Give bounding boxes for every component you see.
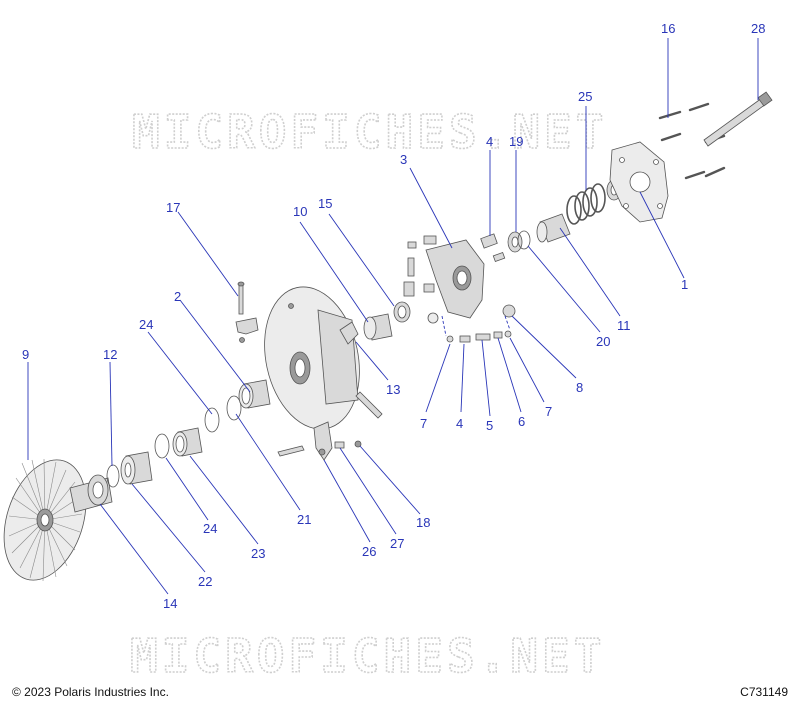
callout-7-left: 7 [420, 416, 427, 431]
callout-3: 3 [400, 152, 407, 167]
callout-15: 15 [318, 196, 332, 211]
watermark-bottom: MICROFICHES.NET [130, 629, 605, 683]
part-ring-24b [204, 407, 220, 433]
callout-16: 16 [661, 21, 675, 36]
part-bracket [235, 317, 259, 335]
part-roller-8 [502, 304, 516, 318]
callout-18: 18 [416, 515, 430, 530]
callout-9: 9 [22, 347, 29, 362]
callout-4-bottom: 4 [456, 416, 463, 431]
callout-21: 21 [297, 512, 311, 527]
callout-numbers: 16 28 25 4 19 3 1 11 20 15 10 17 13 8 2 … [22, 21, 765, 611]
callout-24-top: 24 [139, 317, 153, 332]
callout-11: 11 [617, 318, 631, 333]
callout-26: 26 [362, 544, 376, 559]
callout-25: 25 [578, 89, 592, 104]
part-snap-ring [106, 464, 120, 488]
part-moveable-sheave [264, 286, 360, 430]
leader-lines [27, 38, 759, 595]
callout-7-right: 7 [545, 404, 552, 419]
watermark-top: MICROFICHES.NET [132, 105, 607, 159]
callout-6: 6 [518, 414, 525, 429]
callout-17: 17 [166, 200, 180, 215]
copyright-notice: © 2023 Polaris Industries Inc. [12, 685, 169, 699]
part-fixed-sheave [3, 458, 113, 582]
part-bushing-15 [393, 301, 411, 323]
part-ring-24a [154, 433, 170, 459]
part-spring-25 [566, 183, 606, 225]
callout-4-top: 4 [486, 134, 493, 149]
callout-19: 19 [509, 134, 523, 149]
part-ring-21 [226, 395, 242, 421]
drawing-id: C731149 [740, 685, 788, 699]
part-bolt-28 [703, 91, 773, 147]
callout-23: 23 [251, 546, 265, 561]
callout-24-bottom: 24 [203, 521, 217, 536]
callout-27: 27 [390, 536, 404, 551]
callout-28: 28 [751, 21, 765, 36]
callout-20: 20 [596, 334, 610, 349]
part-spider-3 [425, 239, 485, 319]
part-washer-19 [507, 231, 523, 253]
part-cup-20 [536, 213, 571, 243]
part-pin-17 [237, 281, 245, 315]
callout-10: 10 [293, 204, 307, 219]
callout-22: 22 [198, 574, 212, 589]
callout-12: 12 [103, 347, 117, 362]
callout-5: 5 [486, 418, 493, 433]
callout-13: 13 [386, 382, 400, 397]
part-arm-26 [313, 421, 333, 461]
callout-8: 8 [576, 380, 583, 395]
part-cover-plate [609, 141, 669, 223]
part-bushing-23 [172, 427, 203, 457]
part-pin-13 [355, 391, 383, 419]
callout-2: 2 [174, 289, 181, 304]
part-bushing-10 [363, 313, 393, 341]
part-bushing-2 [238, 379, 271, 409]
callout-14: 14 [163, 596, 177, 611]
callout-1: 1 [681, 277, 688, 292]
part-bushing-22 [120, 451, 153, 485]
part-spider-nut [87, 474, 109, 506]
